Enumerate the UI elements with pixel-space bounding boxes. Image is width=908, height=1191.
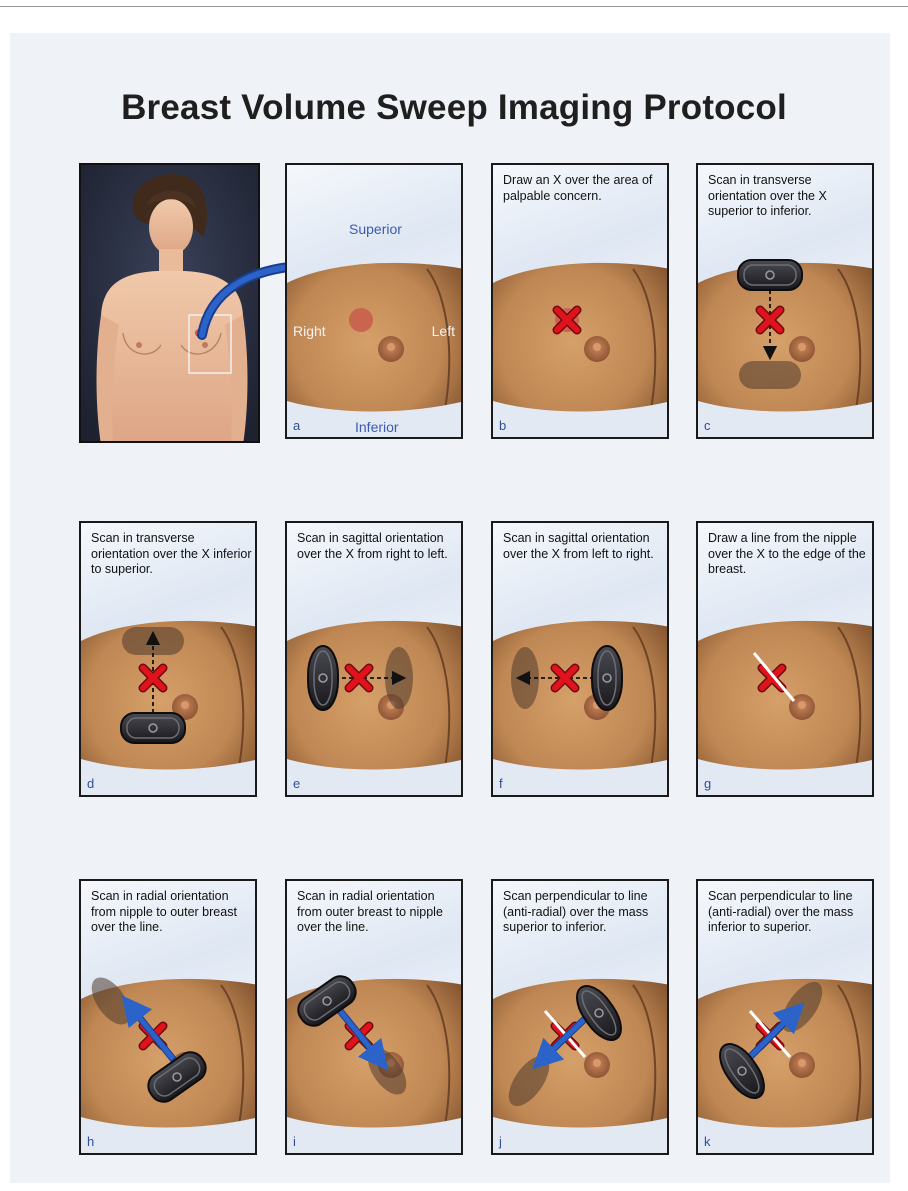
top-rule	[0, 6, 908, 7]
panel-letter: i	[293, 1134, 296, 1149]
panel-letter: e	[293, 776, 300, 791]
ultrasound-probe-icon	[592, 646, 622, 710]
probe-end-shadow	[739, 361, 801, 389]
panel-instruction: Draw a line from the nipple over the X t…	[708, 531, 872, 578]
figure-title: Breast Volume Sweep Imaging Protocol	[0, 88, 908, 128]
panel-j: Scan perpendicular to line (anti-radial)…	[491, 879, 669, 1155]
panel-letter: d	[87, 776, 94, 791]
panel-d: Scan in transverse orientation over the …	[79, 521, 257, 797]
panel-c: Scan in transverse orientation over the …	[696, 163, 874, 439]
panel-instruction: Scan in radial orientation from nipple t…	[91, 889, 255, 936]
panel-instruction: Scan in sagittal orientation over the X …	[503, 531, 667, 562]
panel-f: Scan in sagittal orientation over the X …	[491, 521, 669, 797]
panel-letter: h	[87, 1134, 94, 1149]
mass	[349, 308, 373, 332]
panel-letter: g	[704, 776, 711, 791]
panel-letter: f	[499, 776, 503, 791]
panel-instruction: Scan in radial orientation from outer br…	[297, 889, 461, 936]
panel-instruction: Scan perpendicular to line (anti-radial)…	[503, 889, 667, 936]
ultrasound-probe-icon	[308, 646, 338, 710]
panel-b: Draw an X over the area of palpable conc…	[491, 163, 669, 439]
panel-g: Draw a line from the nipple over the X t…	[696, 521, 874, 797]
panel-i: Scan in radial orientation from outer br…	[285, 879, 463, 1155]
panel-instruction: Scan perpendicular to line (anti-radial)…	[708, 889, 872, 936]
panel-instruction: Draw an X over the area of palpable conc…	[503, 173, 667, 204]
panel-k: Scan perpendicular to line (anti-radial)…	[696, 879, 874, 1155]
label-right: Right	[293, 323, 326, 339]
panel-instruction: Scan in transverse orientation over the …	[91, 531, 255, 578]
panel-instruction: Scan in transverse orientation over the …	[708, 173, 872, 220]
ultrasound-probe-icon	[121, 713, 185, 743]
ultrasound-probe-icon	[738, 260, 802, 290]
panel-e: Scan in sagittal orientation over the X …	[285, 521, 463, 797]
label-inferior: Inferior	[355, 419, 399, 435]
panel-letter: k	[704, 1134, 711, 1149]
panel-letter: j	[499, 1134, 502, 1149]
label-left: Left	[432, 323, 455, 339]
panel-h: Scan in radial orientation from nipple t…	[79, 879, 257, 1155]
panel-letter: a	[293, 418, 300, 433]
panel-instruction: Scan in sagittal orientation over the X …	[297, 531, 461, 562]
panel-letter: b	[499, 418, 506, 433]
panel-letter: c	[704, 418, 711, 433]
label-superior: Superior	[349, 221, 402, 237]
